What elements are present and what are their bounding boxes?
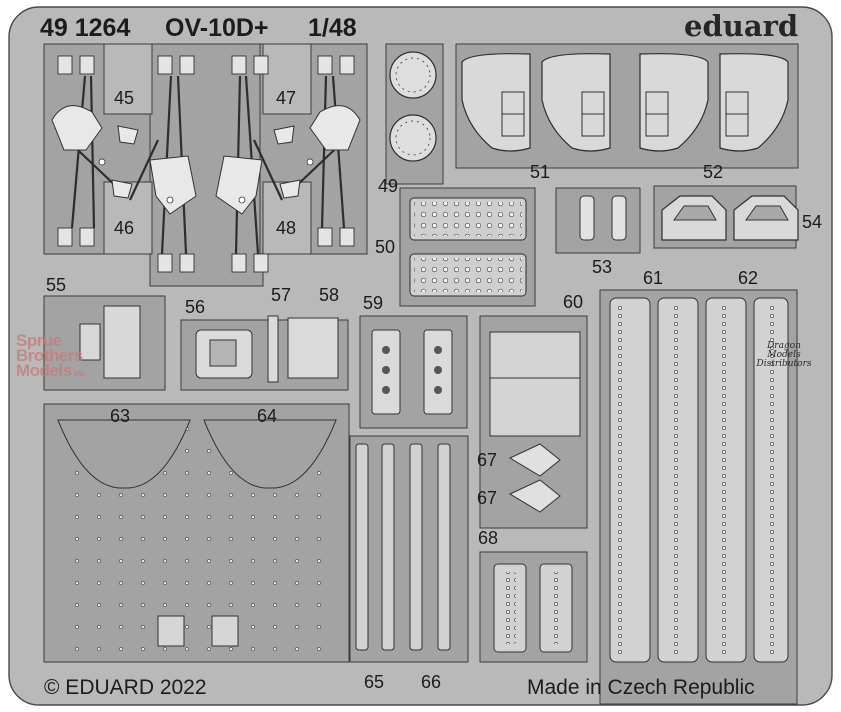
watermark-dmd-3: Distributors: [756, 359, 812, 369]
part-61-62: [599, 289, 798, 705]
part-number-61: 61: [643, 268, 664, 288]
part-number-63: 63: [110, 406, 131, 426]
part-number-54: 54: [802, 212, 823, 232]
part-number-67-lower: 67: [477, 488, 498, 508]
part-53: [555, 187, 641, 254]
brand-logo: eduard: [684, 9, 799, 43]
watermark-line-1: Sprue: [16, 331, 62, 350]
part-number-66: 66: [421, 672, 442, 692]
part-number-46: 46: [114, 218, 135, 238]
watermark-line-3-row: Models inc: [16, 361, 86, 381]
part-60-67: [479, 315, 588, 529]
part-50: [399, 187, 536, 307]
part-number-65: 65: [364, 672, 385, 692]
part-number-56: 56: [185, 297, 206, 317]
part-49: [385, 43, 444, 185]
part-number-50: 50: [375, 237, 396, 257]
copyright-text: © EDUARD 2022: [44, 676, 207, 699]
part-54: [653, 185, 799, 249]
part-number-53: 53: [592, 257, 613, 277]
origin-text: Made in Czech Republic: [527, 676, 755, 699]
part-number-67-upper: 67: [477, 450, 498, 470]
part-65-66: [349, 435, 469, 663]
part-59: [359, 315, 468, 429]
part-56-58: [180, 315, 349, 391]
part-number-52: 52: [703, 162, 724, 182]
part-51-52: [455, 43, 799, 169]
watermark-line-4: inc: [73, 368, 86, 378]
part-55: [43, 295, 166, 391]
part-number-47: 47: [276, 88, 297, 108]
part-number-60: 60: [563, 292, 584, 312]
part-number-49: 49: [378, 176, 399, 196]
part-number-48: 48: [276, 218, 297, 238]
part-number-62: 62: [738, 268, 759, 288]
part-group-45-48: [43, 43, 368, 287]
watermark-line-2: Brothers: [16, 346, 83, 365]
watermark-dmd-2: Models: [767, 350, 801, 360]
scale-label: 1/48: [308, 14, 357, 42]
set-code: 49 1264: [40, 14, 131, 42]
part-number-59: 59: [363, 293, 384, 313]
part-number-45: 45: [114, 88, 135, 108]
part-68: [479, 551, 588, 663]
part-number-57: 57: [271, 285, 292, 305]
part-number-51: 51: [530, 162, 551, 182]
part-number-64: 64: [257, 406, 278, 426]
sprue-brothers-watermark: Sprue Brothers Models inc: [16, 331, 86, 381]
part-number-58: 58: [319, 285, 340, 305]
model-name: OV-10D+: [165, 14, 269, 42]
watermark-line-3: Models: [16, 361, 72, 380]
part-number-68: 68: [478, 528, 499, 548]
dragon-models-watermark: Dragon Models Distributors: [742, 342, 826, 369]
part-63-64: [43, 403, 350, 663]
part-number-55: 55: [46, 275, 67, 295]
watermark-dmd-1: Dragon: [767, 341, 801, 351]
